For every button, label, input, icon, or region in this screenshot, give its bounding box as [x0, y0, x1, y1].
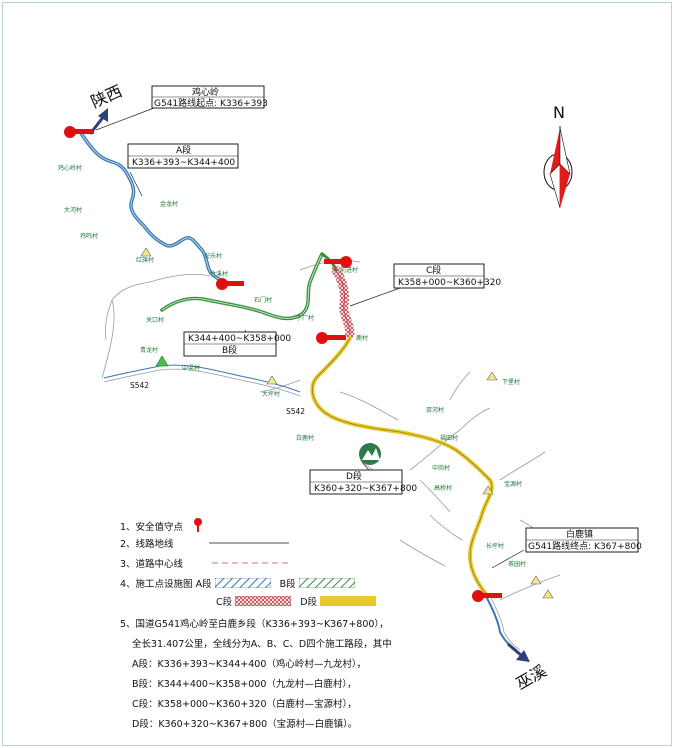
legend-item-centerline-label: 3、道路中心线: [120, 559, 184, 570]
place-label: 鸡心岭村: [58, 164, 82, 172]
segment-b-route: [160, 252, 324, 321]
legend-seg-c-swatch: [235, 596, 292, 606]
legend-note-2: 全长31.407公里，全线分为A、B、C、D四个施工路段，其中: [132, 639, 392, 650]
legend-note-6: D段：K360+320~K367+800（宝源村—白鹿镇）。: [132, 719, 358, 730]
legend-item-segments-cd: C段 D段: [216, 594, 377, 608]
region-label-shaanxi: 陕西: [88, 81, 125, 111]
checkpoint-marker-a-end: [216, 278, 244, 290]
s542-road: [103, 364, 301, 393]
callout-c-title: C段: [426, 264, 441, 276]
callout-start-line2: G541路线起点: K336+393: [154, 97, 268, 109]
compass-label: N: [553, 103, 565, 122]
checkpoint-marker-end: [472, 590, 502, 602]
place-label: 宁厂村: [296, 314, 314, 322]
callout-end-line2: G541路线终点: K367+800: [528, 540, 642, 552]
place-label: 长坪村: [486, 542, 504, 550]
place-label: 金龙村: [160, 200, 178, 208]
place-label: 福田村: [440, 434, 458, 442]
place-label: 下堡村: [502, 378, 520, 386]
segment-b-route-highlight: [161, 253, 323, 319]
segment-c-route-edge: [335, 269, 351, 335]
mountain-icons: [140, 247, 554, 599]
place-label: 红旗村: [136, 256, 154, 264]
checkpoint-marker-c-end: [316, 332, 346, 344]
callout-start: 鸡心岭 G541路线起点: K336+393: [151, 85, 268, 109]
place-label: 双河村: [426, 406, 444, 414]
callout-a-line2: K336+393~K344+400: [132, 158, 235, 168]
place-label: 白鹿村: [296, 434, 314, 442]
legend-seg-a-label: A段: [195, 579, 212, 590]
place-label: 宝源村: [504, 480, 522, 488]
legend-seg-d-label: D段: [300, 597, 318, 608]
place-label: 鹿村: [356, 334, 368, 342]
legend-item-centerline: 3、道路中心线: [120, 556, 293, 570]
segment-d-route-center: [312, 337, 493, 595]
region-label-wuxi: 巫溪: [513, 661, 550, 693]
road-label-s542-west: S542: [130, 381, 149, 390]
place-labels: 鸡心岭村 大河村 鸡鸣村 金龙村 红旗村 安乐村 竹溪村 石门村 宁厂村 前进村…: [58, 164, 526, 568]
callout-c-line2: K358+000~K360+320: [398, 278, 501, 288]
callout-end-title: 白鹿镇: [566, 528, 593, 540]
road-label-s542-east: S542: [286, 407, 305, 416]
place-label: 鸡鸣村: [80, 232, 98, 240]
exit-route-outline: [489, 595, 521, 651]
callout-d-title: D段: [346, 470, 362, 482]
place-label: 中梁村: [182, 364, 200, 372]
legend-item-checkpoint: 1、安全值守点: [120, 514, 203, 533]
place-label: 石门村: [254, 296, 272, 304]
checkpoint-icon: [194, 518, 203, 532]
callout-b: K344+400~K358+000 B段: [183, 331, 291, 357]
legend-item-segments: 4、施工点设施图 A段 B段: [120, 576, 355, 590]
legend-note-4: B段：K344+400~K358+000（九龙村—白鹿村），: [132, 679, 357, 690]
callout-d: D段 K360+320~K367+800: [309, 469, 417, 495]
callout-b-title: K344+400~K358+000: [188, 334, 291, 344]
callout-a: A段 K336+393~K344+400: [127, 143, 239, 169]
callout-start-title: 鸡心岭: [192, 86, 219, 98]
callout-end: 白鹿镇 G541路线终点: K367+800: [525, 527, 642, 553]
place-label: 竹溪村: [210, 270, 228, 278]
segment-c-route: [331, 265, 355, 339]
legend-note-3: A段：K336+393~K344+400（鸡心岭村—九龙村），: [132, 659, 367, 670]
scenic-landmark-icon: [359, 443, 381, 465]
place-label: 安乐村: [204, 252, 222, 260]
callout-b-line2: B段: [222, 344, 237, 356]
place-label: 中岗村: [432, 464, 450, 472]
legend-seg-b-swatch: [298, 578, 355, 588]
legend-item-checkpoint-label: 1、安全值守点: [120, 522, 184, 533]
arrow-to-wuxi: [507, 642, 530, 662]
legend-dashed-line-icon: [212, 562, 293, 564]
place-label: 高桥村: [434, 484, 452, 492]
legend-item-line-label: 2、线路地线: [120, 539, 174, 550]
place-label: 青龙村: [140, 346, 158, 354]
place-label: 关口村: [146, 316, 164, 324]
compass: N: [543, 103, 573, 209]
legend-seg-a-swatch: [214, 578, 271, 588]
legend-seg-b-label: B段: [279, 579, 296, 590]
callout-c: C段 K358+000~K360+320: [393, 263, 501, 289]
checkpoint-marker-c-start: [324, 256, 352, 268]
checkpoint-marker-start: [64, 126, 94, 138]
legend-note-5: C段：K358+000~K360+320（白鹿村—宝源村），: [132, 699, 357, 710]
green-mountain-icon: [155, 355, 169, 367]
callout-a-title: A段: [176, 144, 191, 156]
legend-seg-d-swatch: [320, 596, 377, 606]
s542-road-outline: [103, 368, 301, 397]
legend-item-segments-label: 4、施工点设施图: [120, 579, 193, 590]
segment-d-route: [310, 336, 494, 596]
legend-solid-line-icon: [208, 542, 289, 544]
exit-route: [485, 595, 517, 651]
legend-seg-c-label: C段: [216, 597, 233, 608]
place-label: 大坪村: [262, 390, 280, 398]
place-label: 茶园村: [508, 560, 526, 568]
legend-item-line: 2、线路地线: [120, 536, 289, 550]
place-label: 前进村: [340, 266, 358, 274]
place-label: 大河村: [64, 206, 82, 214]
legend-note-1: 5、国道G541鸡心岭至白鹿乡段（K336+393~K367+800），: [120, 619, 389, 630]
callout-d-line2: K360+320~K367+800: [314, 484, 417, 494]
segment-a-route-highlight: [79, 131, 233, 285]
callout-leaders: [95, 107, 525, 569]
